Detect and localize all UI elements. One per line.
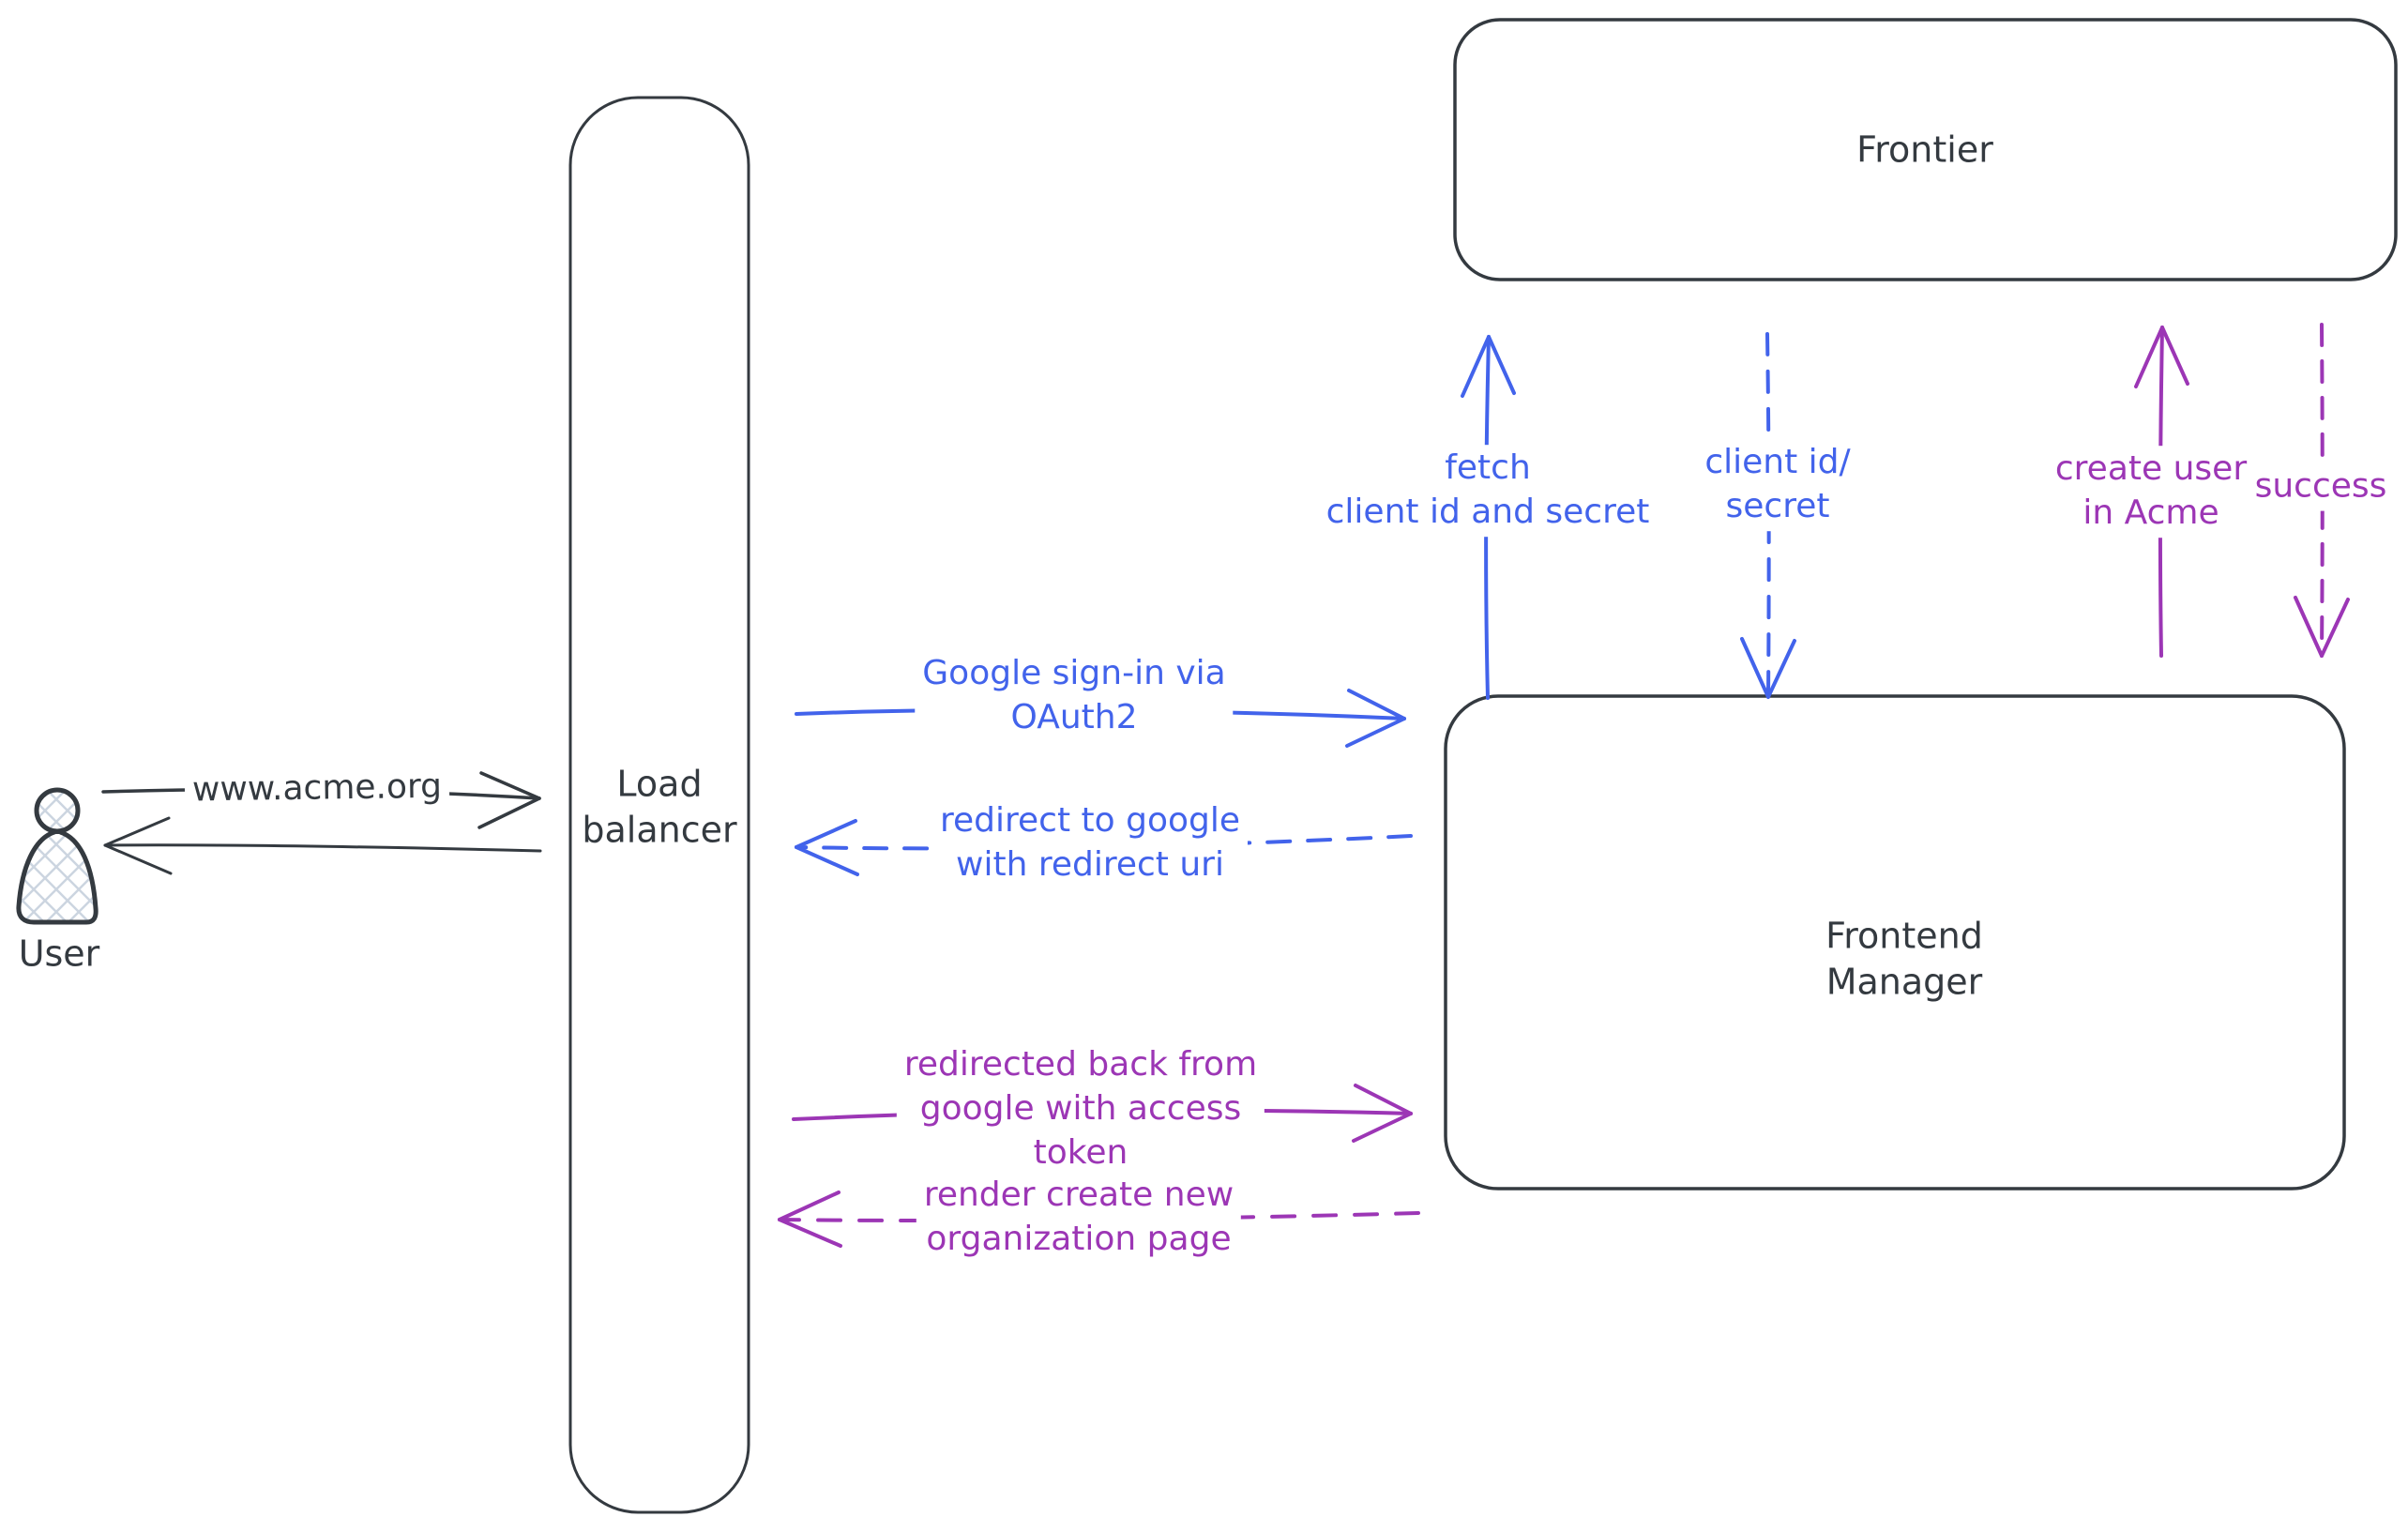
arrow-google-signin xyxy=(795,689,1406,748)
arrowhead-right xyxy=(1345,689,1406,748)
arrowhead-up xyxy=(2134,326,2189,388)
arrowhead-down xyxy=(1740,637,1796,699)
user-figure xyxy=(16,787,98,925)
frontier-box xyxy=(1453,18,2398,281)
frontend-manager-box xyxy=(1444,694,2346,1191)
user-head xyxy=(34,787,81,834)
arrow-create-user xyxy=(2134,326,2189,658)
arrowhead-right xyxy=(477,771,541,829)
arrowhead-down xyxy=(2294,596,2350,658)
user-body xyxy=(16,828,98,925)
arrowhead-left xyxy=(103,816,173,875)
arrow-redirected-back xyxy=(792,1084,1413,1143)
arrow-acme-response xyxy=(103,816,542,875)
arrowhead-right xyxy=(1352,1084,1413,1143)
arrow-success xyxy=(2294,323,2350,658)
arrowhead-up xyxy=(1461,335,1516,398)
arrowhead-left xyxy=(778,1191,842,1248)
load-balancer-box xyxy=(568,96,750,1514)
arrow-redirect-to-google xyxy=(795,819,1413,876)
arrow-fetch-client-secret xyxy=(1461,335,1516,700)
arrow-client-id-secret xyxy=(1740,332,1796,699)
arrow-render-org-page xyxy=(778,1191,1420,1248)
arrowhead-left xyxy=(795,819,859,876)
